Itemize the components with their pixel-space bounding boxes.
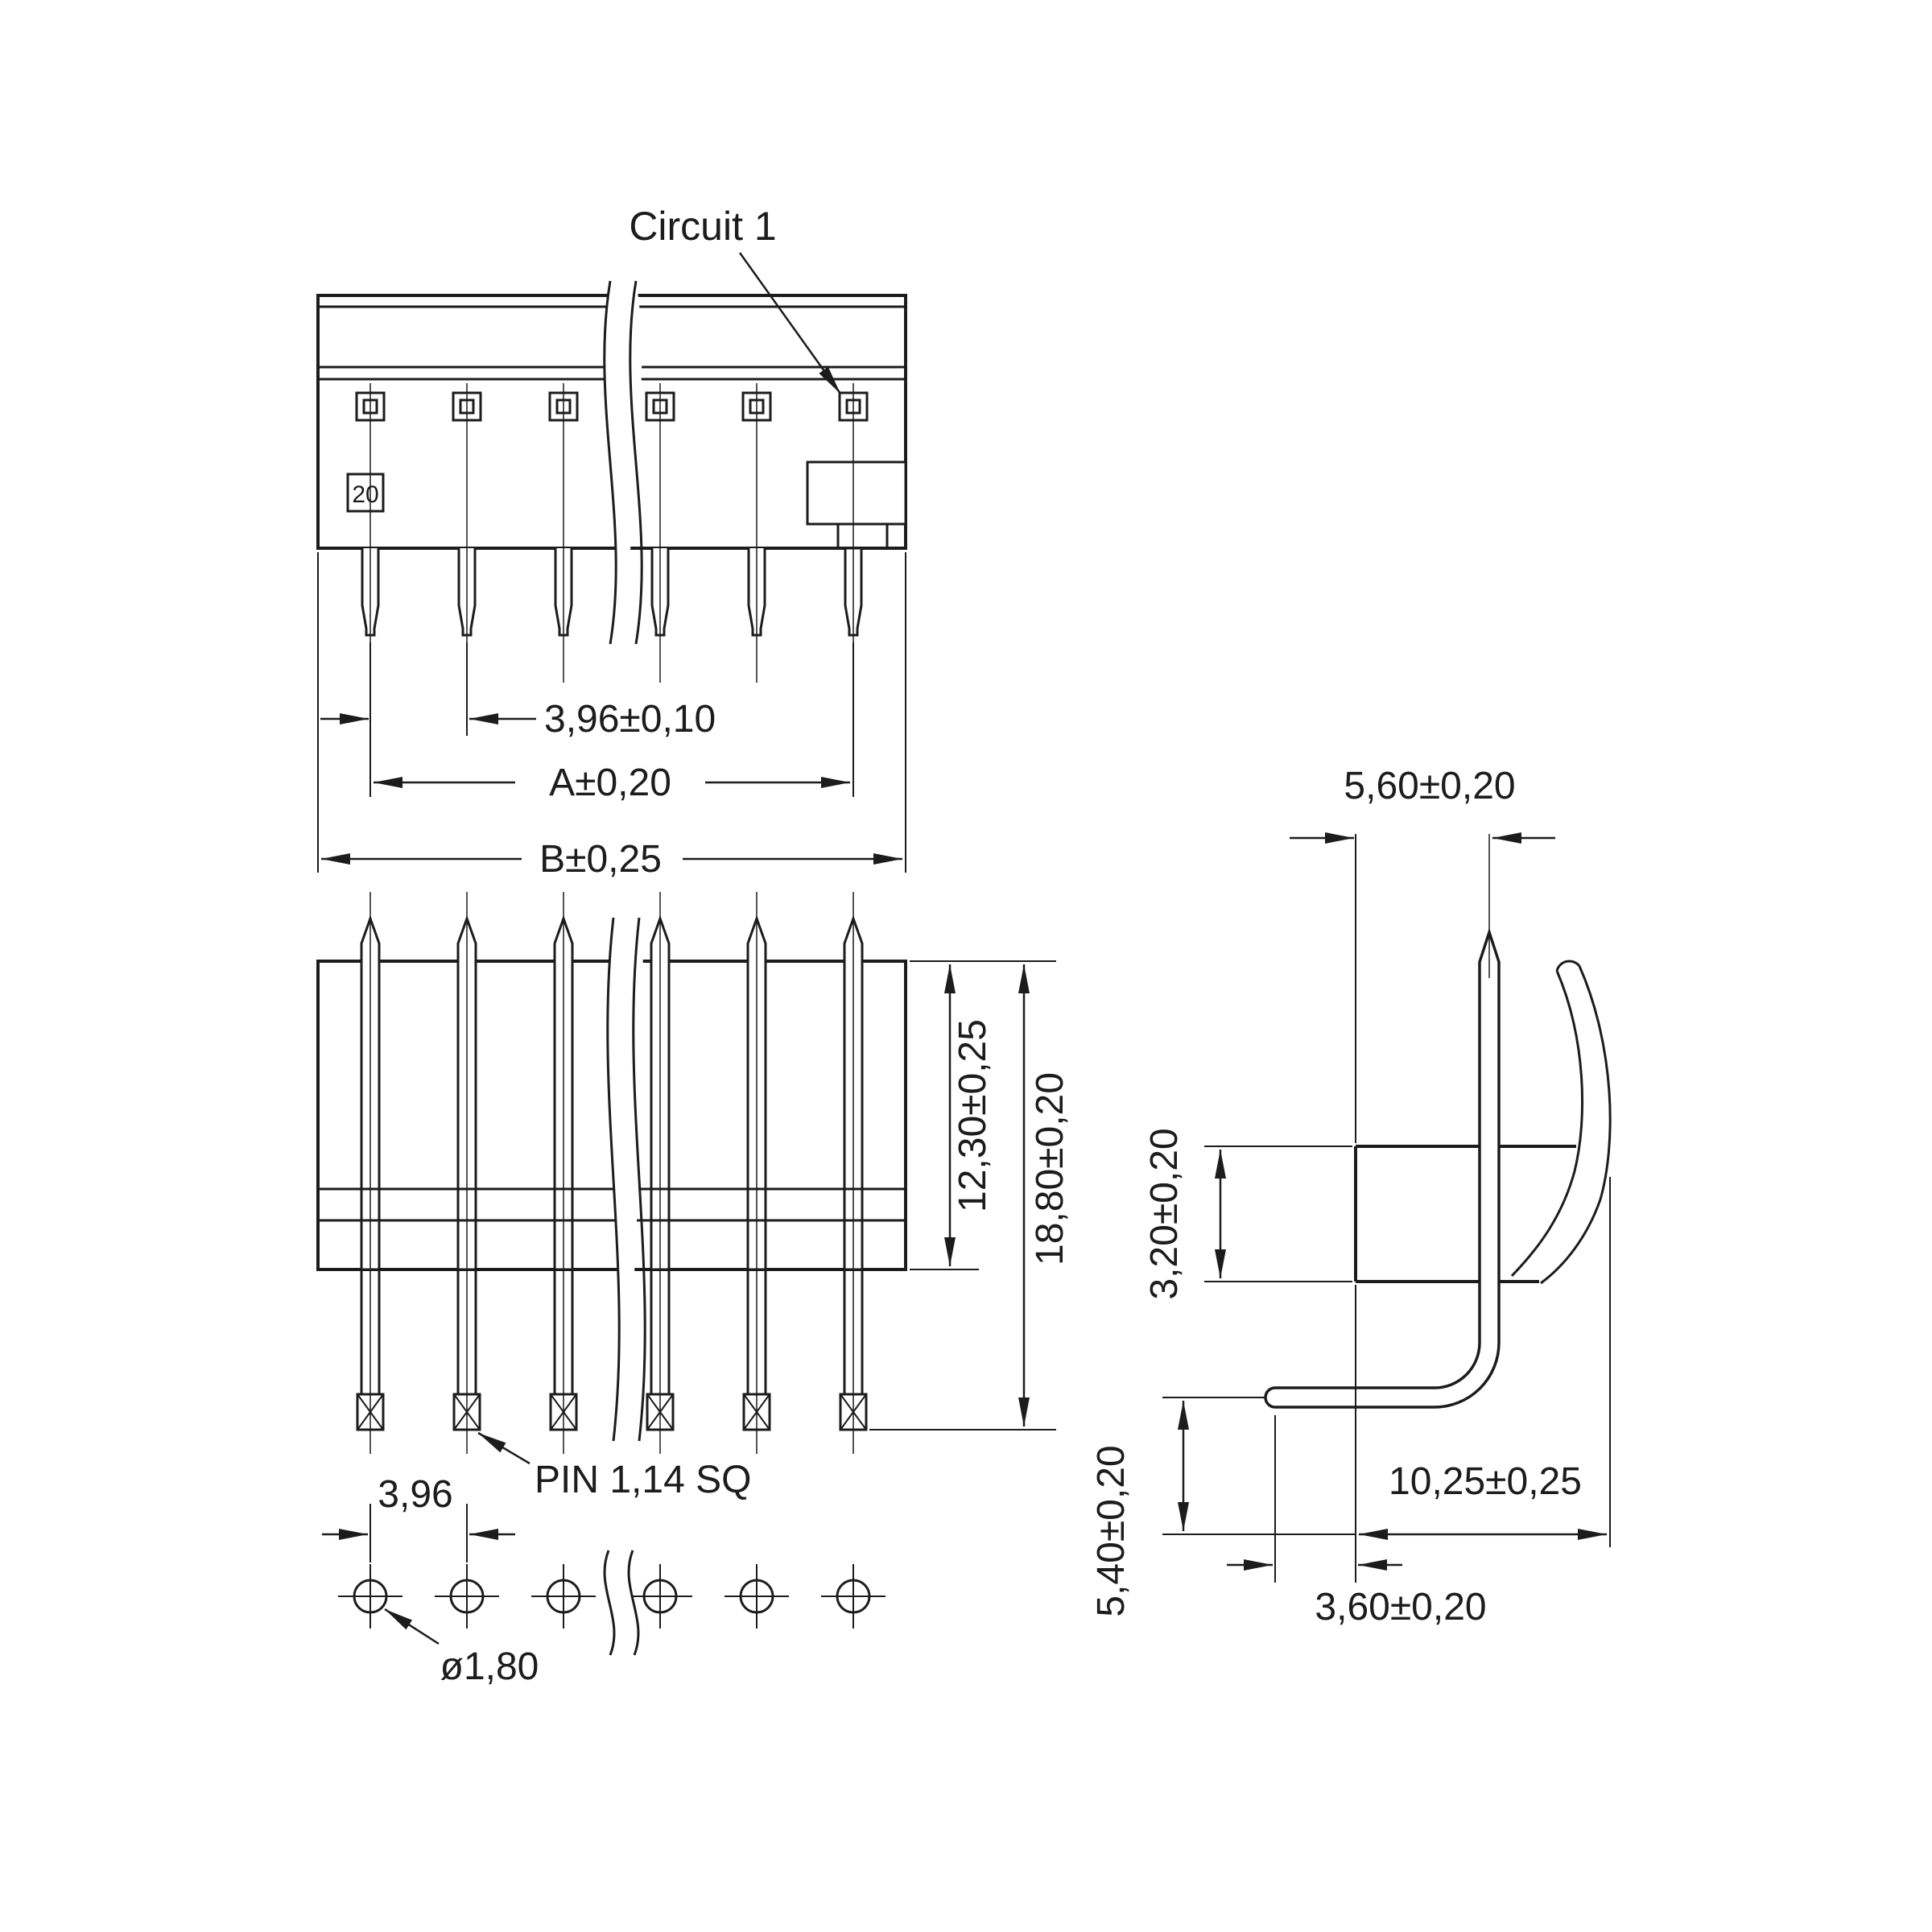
pitch-top-label: 3,96±0,10 (544, 698, 716, 741)
pin-square-label: PIN 1,14 SQ (535, 1459, 751, 1501)
body-height-label: 12,30±0,25 (952, 1019, 994, 1212)
side-view (1264, 834, 1612, 1409)
overall-height-label: 18,80±0,20 (1029, 1072, 1071, 1265)
below-board-label: 5,40±0,20 (1090, 1445, 1133, 1616)
pin-tails (356, 1269, 868, 1431)
circuit1-callout: Circuit 1 (629, 204, 842, 394)
break-line (604, 281, 642, 644)
horizontal-pin-length-label: 10,25±0,25 (1389, 1460, 1582, 1503)
break-line (605, 1550, 638, 1655)
circuit1-label: Circuit 1 (629, 204, 776, 249)
circuit1-arrow (738, 252, 842, 394)
front-view (316, 892, 907, 1454)
hole-dia-arrow (384, 1608, 440, 1645)
break-line (607, 918, 646, 1441)
friction-lock-ramp (1510, 960, 1612, 1285)
pcb-hole-pattern (338, 1550, 886, 1656)
dim-a-label: A±0,20 (549, 762, 671, 804)
hole-diameter-label: ø1,80 (440, 1645, 539, 1688)
top-view-dimensions: 3,96±0,10 A±0,20 B±0,25 (317, 552, 906, 881)
front-view-dimensions: 12,30±0,25 18,80±0,20 (869, 960, 1071, 1430)
body-thickness-label: 3,20±0,20 (1143, 1128, 1186, 1299)
dim-b-label: B±0,25 (539, 838, 662, 881)
side-view-dimensions: 5,60±0,20 3,20±0,20 5,40±0,20 10,25±0,25… (1090, 765, 1611, 1629)
keying-tab (836, 522, 889, 550)
top-view: 20 (316, 280, 907, 683)
marking-box (346, 473, 385, 513)
pitch-bottom-label: 3,96 (378, 1473, 452, 1516)
marking-text: 20 (352, 481, 378, 508)
pin-square-arrow (477, 1431, 530, 1465)
pin-offset-top-label: 5,60±0,20 (1344, 765, 1515, 807)
tip-to-face-label: 3,60±0,20 (1315, 1586, 1486, 1629)
right-angle-pin (1264, 927, 1501, 1409)
keying-feature (806, 460, 907, 526)
pcb-dimensions: 3,96 ø1,80 PIN 1,14 SQ (322, 1431, 751, 1688)
